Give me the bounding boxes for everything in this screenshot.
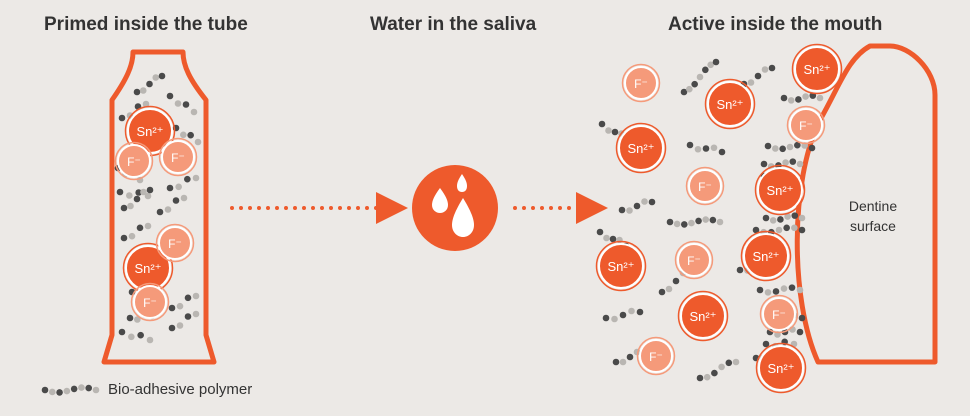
fluoride-ion-label: F⁻ (143, 296, 157, 310)
fluoride-ion: F⁻ (155, 223, 195, 263)
heading-primed: Primed inside the tube (44, 14, 248, 35)
fluoride-ion: F⁻ (759, 294, 799, 334)
fluoride-ion: F⁻ (158, 137, 198, 177)
tin-ion: Sn²⁺ (754, 164, 806, 216)
polymer-chain (696, 358, 740, 382)
polymer-chain (680, 58, 720, 96)
tin-ion: Sn²⁺ (704, 78, 756, 130)
fluoride-ion: F⁻ (786, 105, 826, 145)
polymer-chain (156, 194, 188, 216)
heading-water: Water in the saliva (370, 14, 537, 35)
dentine-outline (794, 43, 938, 365)
tin-ion: Sn²⁺ (122, 242, 174, 294)
polymer-chain (756, 284, 804, 296)
polymer-chain (740, 64, 776, 88)
tin-ion: Sn²⁺ (791, 43, 843, 95)
fluoride-ion-label: F⁻ (634, 77, 648, 91)
polymer-chain (166, 92, 198, 116)
tin-ion-label: Sn²⁺ (766, 183, 793, 198)
polymer-chain (686, 141, 726, 156)
polymer-chain (120, 222, 152, 242)
fluoride-ion-label: F⁻ (772, 308, 786, 322)
tin-ion-label: Sn²⁺ (607, 259, 634, 274)
ions: Sn²⁺ F⁻ F⁻ Sn²⁺ F⁻ F⁻ F⁻ Sn²⁺ Sn²⁺ F⁻ Sn²⁺ F⁻ Sn²⁺ F⁻… (114, 43, 843, 394)
polymer-chain (133, 72, 166, 96)
tin-ion-label: Sn²⁺ (136, 124, 163, 139)
polymer-chain (760, 158, 804, 170)
legend-label: Bio-adhesive polymer (108, 381, 253, 398)
fluoride-ion-label: F⁻ (168, 237, 182, 251)
tin-ion-label: Sn²⁺ (767, 361, 794, 376)
fluoride-ion: F⁻ (674, 240, 714, 280)
polymer-chain (602, 307, 644, 323)
polymer-chain (618, 198, 656, 214)
fluoride-ion: F⁻ (130, 282, 170, 322)
tin-ion-label: Sn²⁺ (803, 62, 830, 77)
polymer-chain (666, 216, 724, 228)
polymer-chain (116, 188, 152, 200)
dentine-label-line1: Dentine (849, 198, 897, 214)
fluoride-ion-label: F⁻ (799, 119, 813, 133)
polymer-chain (168, 310, 200, 332)
fluoride-ion: F⁻ (685, 166, 725, 206)
polymer-chain (166, 174, 200, 192)
tin-ion-label: Sn²⁺ (752, 249, 779, 264)
fluoride-ion-label: F⁻ (171, 151, 185, 165)
polymer-chain (41, 384, 100, 396)
tin-ion: Sn²⁺ (677, 290, 729, 342)
polymer-chain (118, 328, 154, 344)
polymer-chain (762, 212, 806, 224)
dentine-label-line2: surface (850, 218, 896, 234)
fluoride-ion-label: F⁻ (698, 180, 712, 194)
polymer-chain (764, 141, 816, 153)
tin-ion: Sn²⁺ (595, 240, 647, 292)
water-drops-icon (412, 165, 498, 251)
polymer-chain (168, 292, 200, 312)
fluoride-ion-label: F⁻ (127, 155, 141, 169)
tube-outline (101, 49, 217, 365)
fluoride-ion: F⁻ (621, 63, 661, 103)
tin-ion: Sn²⁺ (615, 122, 667, 174)
tin-ion-label: Sn²⁺ (627, 141, 654, 156)
tin-ion: Sn²⁺ (755, 342, 807, 394)
fluoride-ion: F⁻ (636, 336, 676, 376)
tin-ion: Sn²⁺ (740, 230, 792, 282)
polymer-chain (120, 186, 154, 212)
tin-ion-label: Sn²⁺ (689, 309, 716, 324)
fluoride-ion: F⁻ (114, 141, 154, 181)
heading-active: Active inside the mouth (668, 14, 883, 35)
fluoride-ion-label: F⁻ (649, 350, 663, 364)
fluoride-ion-label: F⁻ (687, 254, 701, 268)
tin-ion-label: Sn²⁺ (134, 261, 161, 276)
tin-ion-label: Sn²⁺ (716, 97, 743, 112)
